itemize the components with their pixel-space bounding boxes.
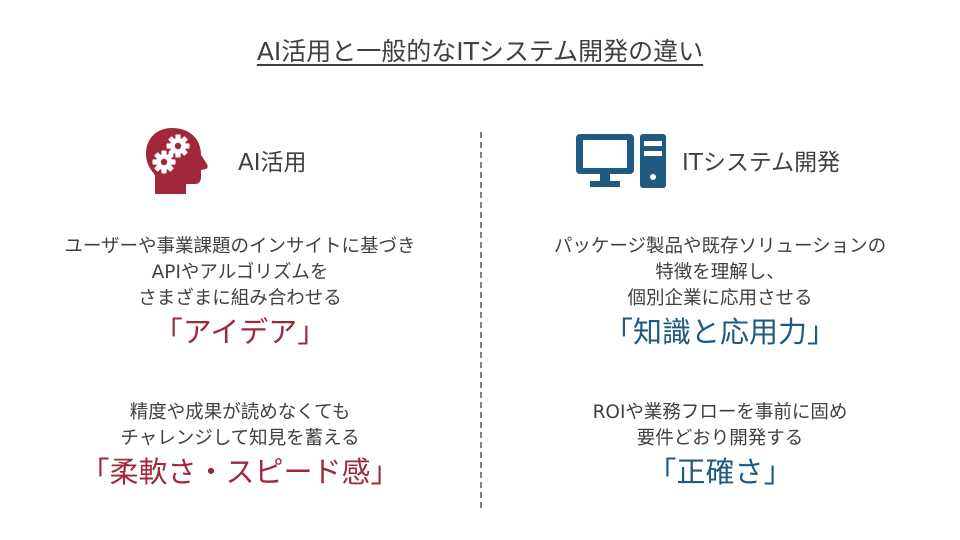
it-accuracy-block: ROIや業務フローを事前に固め 要件どおり開発する 「正確さ」	[480, 400, 960, 492]
it-accuracy-line-1: ROIや業務フローを事前に固め	[592, 402, 848, 423]
ai-agility-emphasis: 「柔軟さ・スピード感」	[80, 455, 400, 489]
it-heading: ITシステム開発	[682, 150, 841, 176]
ai-agility-line-1: 精度や成果が読めなくても	[129, 402, 351, 423]
it-knowledge-line-1: パッケージ製品や既存ソリューションの	[553, 236, 887, 257]
dashed-divider	[480, 132, 482, 508]
ai-idea-line-2: APIやアルゴリズムを	[151, 262, 329, 283]
ai-heading: AI活用	[238, 150, 307, 176]
it-knowledge-emphasis: 「知識と応用力」	[603, 315, 836, 349]
it-accuracy-line-2: 要件どおり開発する	[636, 428, 804, 449]
page-title-text: AI活用と一般的なITシステム開発の違い	[256, 37, 704, 66]
ai-idea-line-1: ユーザーや事業課題のインサイトに基づき	[64, 236, 416, 257]
ai-header: AI活用	[138, 120, 307, 200]
it-column: ITシステム開発 パッケージ製品や既存ソリューションの 特徴を理解し、 個別企業…	[480, 0, 960, 540]
ai-idea-emphasis: 「アイデア」	[153, 315, 327, 349]
head-with-gears-icon	[138, 120, 218, 200]
desktop-computer-icon	[570, 120, 670, 200]
it-knowledge-line-2: 特徴を理解し、	[655, 262, 785, 283]
ai-agility-line-2: チャレンジして知見を蓄える	[120, 428, 360, 449]
it-accuracy-emphasis: 「正確さ」	[647, 455, 793, 489]
ai-idea-block: ユーザーや事業課題のインサイトに基づき APIやアルゴリズムを さまざまに組み合…	[0, 234, 480, 352]
it-header: ITシステム開発	[570, 120, 840, 200]
ai-column: AI活用 ユーザーや事業課題のインサイトに基づき APIやアルゴリズムを さまざ…	[0, 120, 480, 492]
page-title: AI活用と一般的なITシステム開発の違い	[0, 34, 960, 70]
it-knowledge-block: パッケージ製品や既存ソリューションの 特徴を理解し、 個別企業に応用させる 「知…	[480, 234, 960, 352]
ai-agility-block: 精度や成果が読めなくても チャレンジして知見を蓄える 「柔軟さ・スピード感」	[0, 400, 480, 492]
it-knowledge-line-3: 個別企業に応用させる	[627, 288, 813, 309]
ai-idea-line-3: さまざまに組み合わせる	[138, 288, 342, 309]
